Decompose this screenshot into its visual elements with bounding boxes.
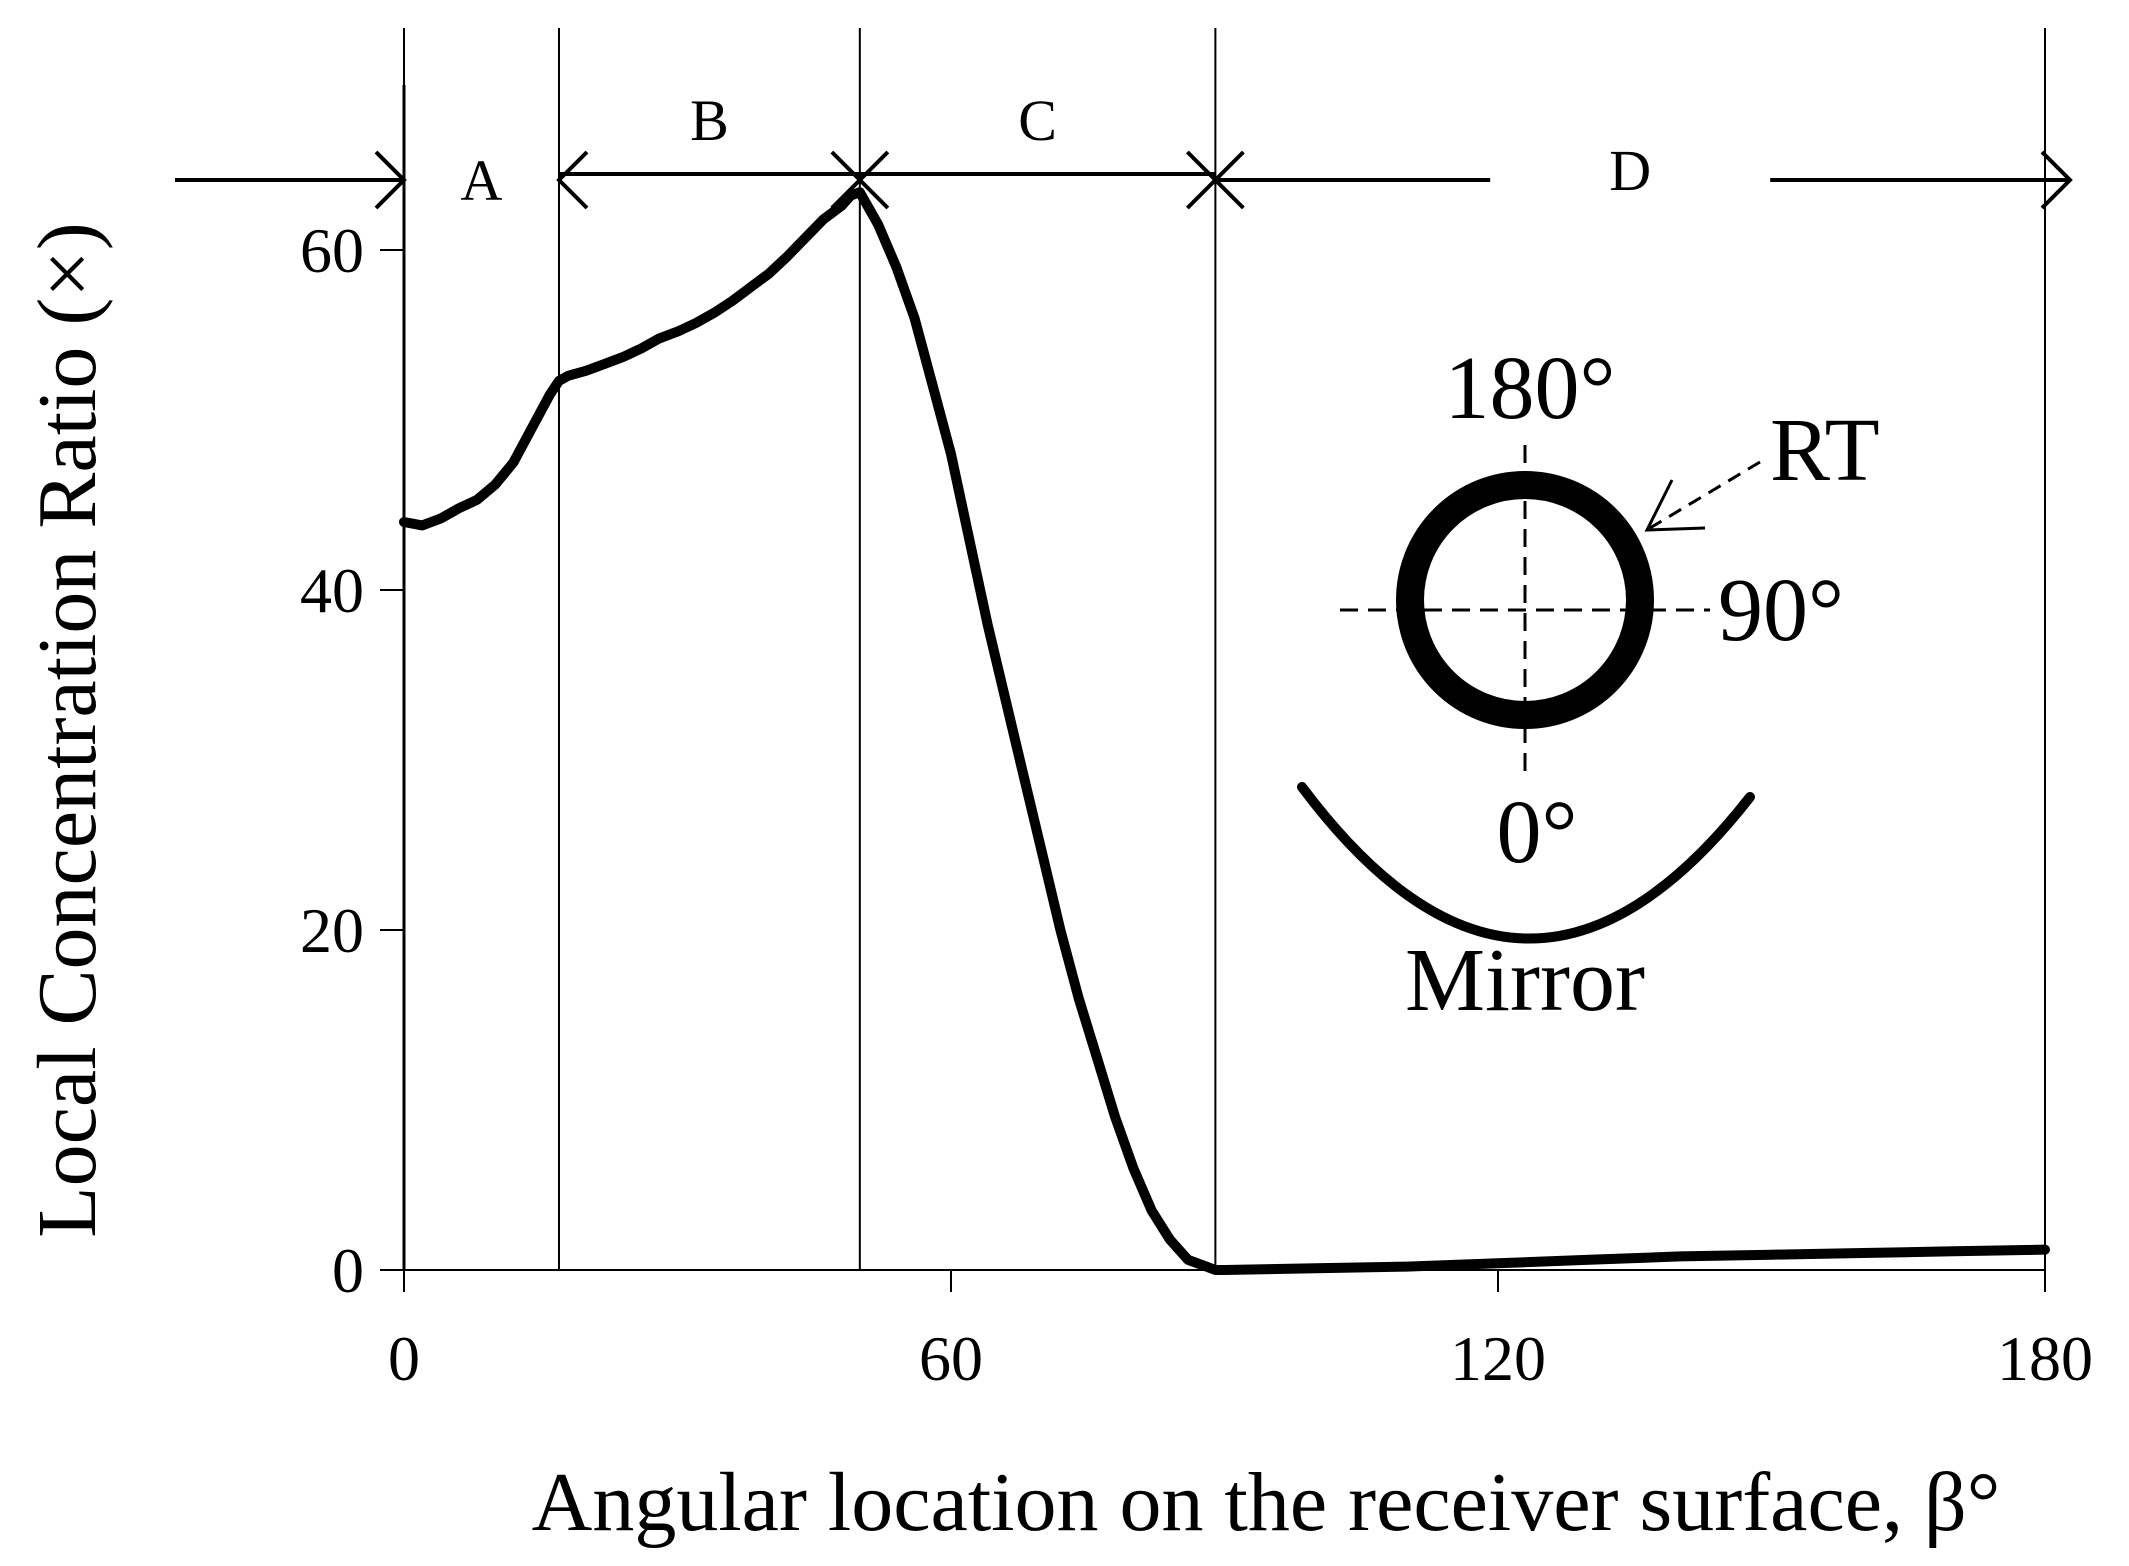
region-label: D xyxy=(1609,138,1651,203)
region-label: A xyxy=(461,148,503,213)
region-boundaries xyxy=(403,28,2046,1270)
inset-label-rt: RT xyxy=(1770,401,1880,500)
mirror-arc xyxy=(1297,782,1755,944)
inset-label-0: 0° xyxy=(1497,783,1578,882)
y-tick-label: 20 xyxy=(300,895,364,966)
arrow-head xyxy=(2040,150,2073,210)
arrow-head xyxy=(1185,150,1219,210)
inset-label-mirror: Mirror xyxy=(1405,931,1645,1030)
arrow-head xyxy=(374,150,407,210)
y-tick-label: 60 xyxy=(300,215,364,286)
region-label: B xyxy=(690,88,729,153)
x-axis-title: Angular location on the receiver surface… xyxy=(532,1456,2001,1549)
region-label: C xyxy=(1018,88,1057,153)
x-ticks: 0 60 120 180 xyxy=(388,1270,2093,1394)
arrow-head xyxy=(556,150,589,210)
y-tick-label: 0 xyxy=(332,1235,364,1306)
region-arrows: A B C D xyxy=(175,88,2073,213)
arrow-head xyxy=(857,150,890,210)
y-axis-title: Local Concentration Ratio (×) xyxy=(21,222,114,1237)
series-group xyxy=(399,187,2050,1275)
inset-schematic: 180° RT 90° 0° Mirror xyxy=(1297,339,1880,1030)
arrow-head xyxy=(1212,150,1245,210)
rt-pointer-line xyxy=(1649,460,1761,530)
x-tick-label: 120 xyxy=(1450,1323,1546,1394)
series-line-0 xyxy=(399,187,2050,1275)
y-tick-label: 40 xyxy=(300,555,364,626)
y-ticks: 0 20 40 60 xyxy=(300,215,404,1306)
inset-label-90: 90° xyxy=(1718,561,1844,660)
x-tick-label: 180 xyxy=(1997,1323,2093,1394)
receiver-tube xyxy=(1396,471,1654,729)
inset-label-180: 180° xyxy=(1445,339,1616,438)
x-tick-label: 60 xyxy=(919,1323,983,1394)
x-tick-label: 0 xyxy=(388,1323,420,1394)
rt-pointer-head xyxy=(1644,479,1706,532)
